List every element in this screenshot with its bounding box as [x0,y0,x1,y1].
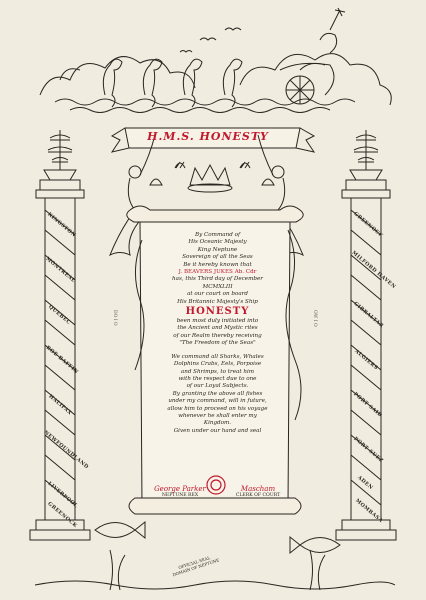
seahorse-3 [182,58,203,108]
red-seal-icon [206,475,226,495]
line-5: Be it hereby known that [183,261,252,268]
command-line-9: whenever he shall enter my [178,412,257,419]
command-line-1: We command all Sharks, Whales [171,353,264,360]
cloud-left [39,56,196,96]
recipient-line: J. BEAVERS JUKES Ab. Cdr [150,269,285,276]
mermaid-right-head [271,165,285,179]
signature-left-title: NEPTUNE REX [161,493,199,498]
fish-right-icon [289,535,341,555]
certificate-text: By Command of His Oceanic Majesty King N… [150,232,285,435]
left-dots: DO I O [112,310,117,326]
cloud-right [239,53,392,106]
seahorse-2 [142,58,163,108]
year-line: MCMXLIII [202,283,233,290]
line-2: His Oceanic Majesty [188,239,247,246]
court-line-2: His Britannic Majesty's Ship [177,298,258,305]
seahorse-4 [222,58,243,108]
signature-left: George Parker NEPTUNE REX [150,485,210,498]
command-line-2: Dolphins Crabs, Eels, Porpoise [173,361,262,368]
signature-right-hand: Mascham [240,485,276,493]
trident [329,7,346,31]
shell-icon-2 [239,161,251,169]
command-line-8: allow him to proceed on his voyage [167,405,268,412]
command-line-10: Kingdom. [203,420,232,427]
signature-right-title: CLERK OF COURT [235,493,281,498]
right-dots: OW I O [312,310,317,327]
command-line-7: under my command, will in future, [168,398,267,405]
mermaid-left-body [109,177,146,257]
command-line-5: of our Loyal Subjects. [186,383,249,390]
line-1: By Command of [194,232,241,238]
signature-right: Mascham CLERK OF COURT [228,485,288,498]
date-line: has, this Third day of December [172,276,263,283]
signature-left-hand: George Parker [154,485,206,493]
command-line-3: and Shrimps, to treat him [180,368,255,375]
recipient-name: J. BEAVERS JUKES [178,269,233,276]
closing-line: Given under our hand and seal [173,427,262,434]
neptune-figure [319,32,338,54]
recipient-rank: Ab. Cdr [234,269,257,276]
banner-title: H.M.S. HONESTY [147,130,269,143]
banner [110,127,316,153]
ship-name: HONESTY [185,306,250,318]
command-line-6: By granting the above all fishes [172,390,263,397]
waves-top [54,98,356,106]
court-line-1: at our court on board [187,291,248,298]
mermaid-left-head [128,165,142,179]
line-3: King Neptune [197,246,238,253]
fish-left-icon [94,520,146,540]
left-column [29,130,91,541]
ship-left-icon [48,130,72,170]
command-line-4: with the respect due to one [178,375,257,382]
initiated-line-3: of our Realm thereby receiving [173,332,262,339]
crown-icon [189,163,231,186]
shell-icon-1 [174,161,186,169]
ship-right-icon [354,130,378,170]
right-column [335,130,397,541]
initiated-line-1: been most duly initiated into [176,318,259,325]
initiated-line-4: "The Freedom of the Seas" [179,340,256,347]
scroll [126,205,304,515]
seahorse-1 [102,58,123,108]
initiated-line-2: the Ancient and Mystic rites [177,325,258,332]
line-4: Sovereign of all the Seas [182,254,253,261]
